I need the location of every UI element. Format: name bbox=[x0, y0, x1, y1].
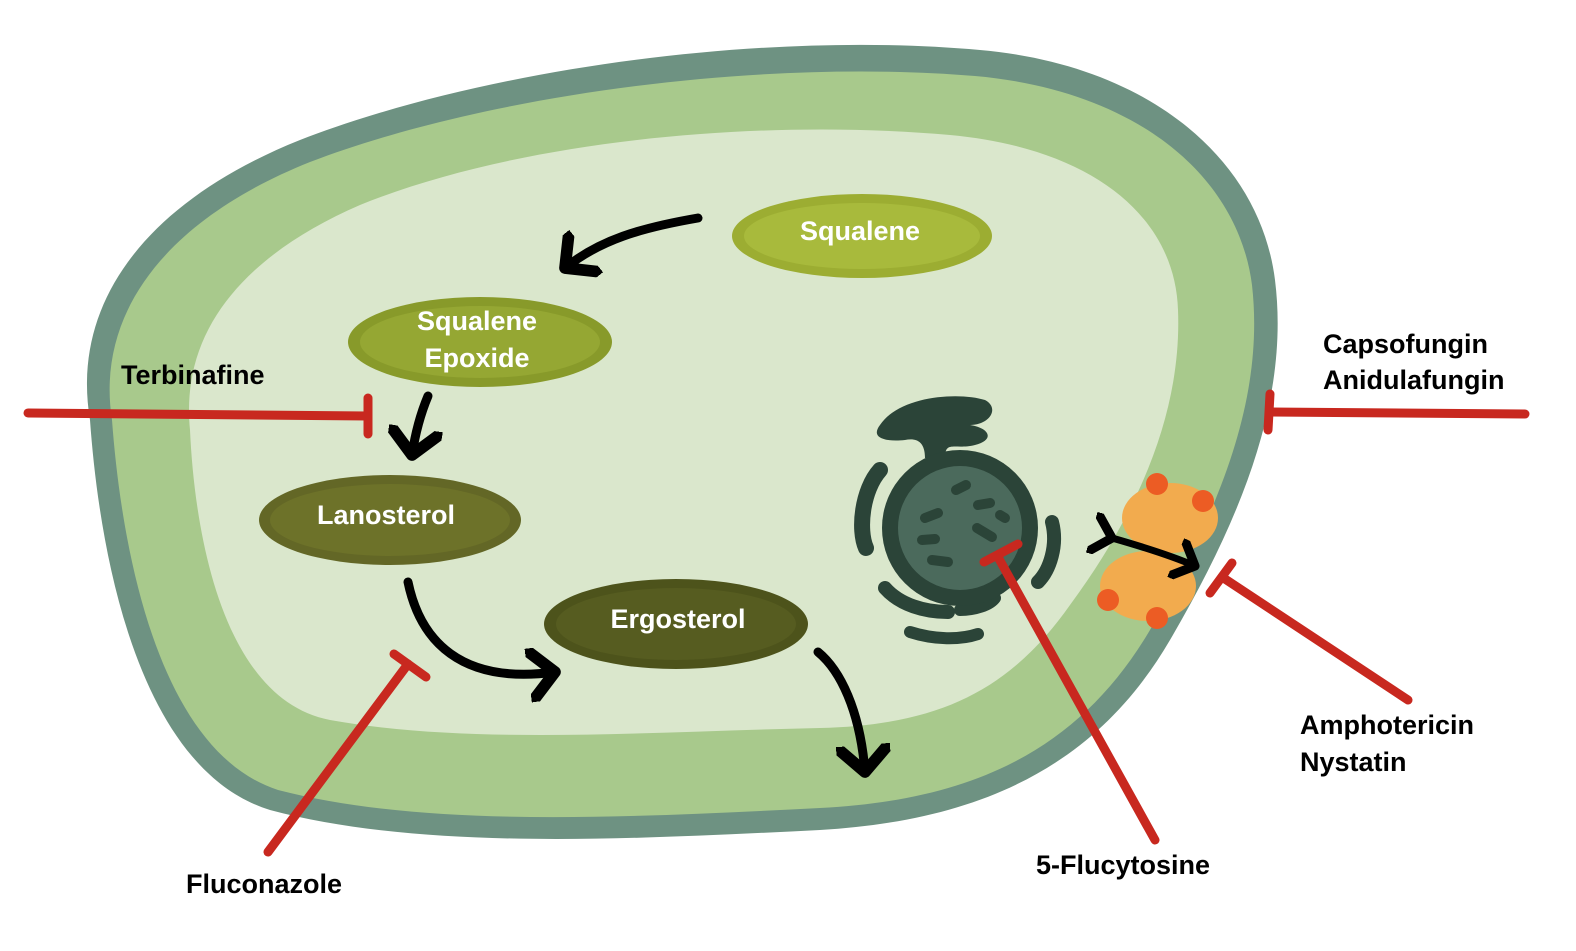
arrow-squalene-to-epoxide bbox=[565, 213, 703, 268]
squalene-epoxide-molecule: Squalene Epoxide bbox=[348, 297, 612, 387]
fluconazole-label: Fluconazole bbox=[186, 869, 342, 899]
squalene-epoxide-label-2: Epoxide bbox=[424, 343, 529, 373]
nystatin-label: Nystatin bbox=[1300, 747, 1407, 777]
squalene-molecule: Squalene bbox=[732, 194, 992, 278]
ergosterol-molecule: Ergosterol bbox=[544, 579, 808, 669]
fluconazole-inhibitor bbox=[263, 649, 431, 857]
anidulafungin-label: Anidulafungin bbox=[1323, 365, 1504, 395]
flucytosine-label: 5-Flucytosine bbox=[1036, 850, 1210, 880]
arrow-epoxide-to-lanosterol bbox=[412, 391, 428, 455]
lanosterol-molecule: Lanosterol bbox=[259, 475, 521, 565]
echinocandins-inhibitor bbox=[1263, 389, 1530, 435]
lanosterol-label: Lanosterol bbox=[317, 500, 455, 530]
arrow-lanosterol-to-ergosterol bbox=[403, 577, 555, 674]
capsofungin-label: Capsofungin bbox=[1323, 329, 1488, 359]
terbinafine-inhibitor bbox=[23, 393, 373, 439]
squalene-label: Squalene bbox=[800, 216, 920, 246]
amphotericin-label: Amphotericin bbox=[1300, 710, 1474, 740]
double-arrow bbox=[1112, 538, 1195, 566]
squalene-epoxide-label-1: Squalene bbox=[417, 306, 537, 336]
polyenes-inhibitor bbox=[1205, 558, 1413, 705]
ergosterol-label: Ergosterol bbox=[610, 604, 745, 634]
membrane-pore bbox=[1097, 473, 1218, 629]
arrow-ergosterol-to-membrane bbox=[813, 647, 865, 772]
terbinafine-label: Terbinafine bbox=[121, 360, 265, 390]
flucytosine-inhibitor bbox=[979, 539, 1160, 845]
